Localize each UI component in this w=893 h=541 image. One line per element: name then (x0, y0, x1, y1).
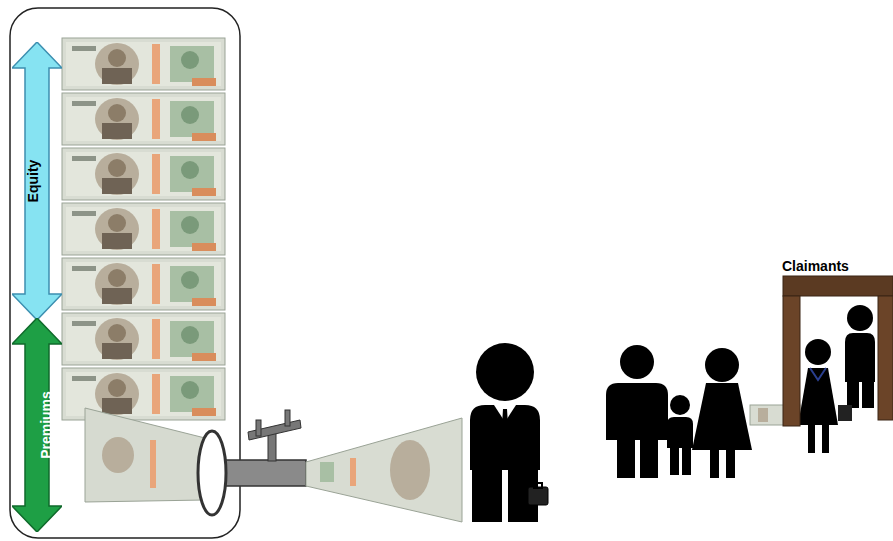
dollar-bill (62, 258, 225, 310)
arrow-label: Equity (25, 160, 41, 203)
bill-detail (390, 440, 430, 500)
claimant-figures (798, 305, 875, 453)
valve-handle (285, 410, 290, 426)
pipe (220, 460, 306, 486)
dollar-bill (62, 93, 225, 145)
premiums-arrow: Premiums (12, 318, 62, 532)
bill-detail (320, 462, 334, 482)
outflow-bill (306, 418, 462, 522)
dollar-bill (62, 313, 225, 365)
bill-detail (102, 437, 134, 473)
tank-outline (10, 8, 240, 538)
valve-handle (256, 420, 261, 436)
bill-detail (350, 458, 356, 486)
equity-arrow: Equity (12, 42, 62, 320)
door-frame (782, 256, 893, 428)
arrow-label: Premiums (38, 391, 54, 459)
dollar-bill (62, 148, 225, 200)
pipe-flange (198, 431, 226, 515)
claimants-door: Claimants (782, 256, 893, 428)
manager-figure (470, 343, 548, 522)
outflow-bill (85, 408, 205, 502)
valve-handle (248, 420, 301, 440)
dollar-bill (62, 203, 225, 255)
bill-detail (150, 440, 156, 488)
group-heading: Claimants (782, 258, 849, 274)
dollar-bill (62, 38, 225, 90)
family-figures (606, 345, 800, 478)
double-arrow (12, 318, 62, 532)
